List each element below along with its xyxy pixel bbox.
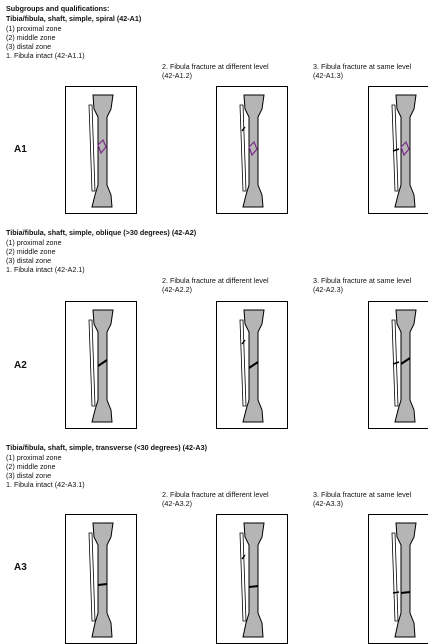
cell-caption: 1. Fibula intact (42-A3.1) xyxy=(6,480,85,489)
cell-caption: 2. Fibula fracture at different level(42… xyxy=(162,490,269,508)
group-heading-a1: Tibia/fibula, shaft, simple, spiral (42-… xyxy=(6,14,141,23)
fracture-diagram-a2-2 xyxy=(216,301,288,429)
cell-caption: 1. Fibula intact (42-A1.1) xyxy=(6,51,85,60)
zone-middle: (2) middle zone xyxy=(6,462,56,471)
cell-caption: 3. Fibula fracture at same level(42-A2.3… xyxy=(313,276,411,294)
fracture-diagram-a1-1 xyxy=(65,86,137,214)
fracture-diagram-a1-2 xyxy=(216,86,288,214)
cell-caption: 1. Fibula intact (42-A2.1) xyxy=(6,265,85,274)
fracture-diagram-a3-3 xyxy=(368,514,428,644)
cell-caption: 3. Fibula fracture at same level(42-A1.3… xyxy=(313,62,411,80)
fracture-diagram-a3-1 xyxy=(65,514,137,644)
zone-distal: (3) distal zone xyxy=(6,256,51,265)
zone-middle: (2) middle zone xyxy=(6,247,56,256)
zone-proximal: (1) proximal zone xyxy=(6,238,62,247)
fracture-diagram-a2-1 xyxy=(65,301,137,429)
zone-proximal: (1) proximal zone xyxy=(6,453,62,462)
zone-proximal: (1) proximal zone xyxy=(6,24,62,33)
zone-distal: (3) distal zone xyxy=(6,471,51,480)
fracture-diagram-a3-2 xyxy=(216,514,288,644)
row-label-a2: A2 xyxy=(14,360,27,371)
group-heading-a3: Tibia/fibula, shaft, simple, transverse … xyxy=(6,443,207,452)
row-label-a1: A1 xyxy=(14,144,27,155)
fracture-diagram-a1-3 xyxy=(368,86,428,214)
cell-caption: 2. Fibula fracture at different level(42… xyxy=(162,276,269,294)
fracture-diagram-a2-3 xyxy=(368,301,428,429)
page-title: Subgroups and qualifications: xyxy=(6,4,109,13)
row-label-a3: A3 xyxy=(14,562,27,573)
cell-caption: 3. Fibula fracture at same level(42-A3.3… xyxy=(313,490,411,508)
zone-middle: (2) middle zone xyxy=(6,33,56,42)
group-heading-a2: Tibia/fibula, shaft, simple, oblique (>3… xyxy=(6,228,196,237)
zone-distal: (3) distal zone xyxy=(6,42,51,51)
cell-caption: 2. Fibula fracture at different level(42… xyxy=(162,62,269,80)
